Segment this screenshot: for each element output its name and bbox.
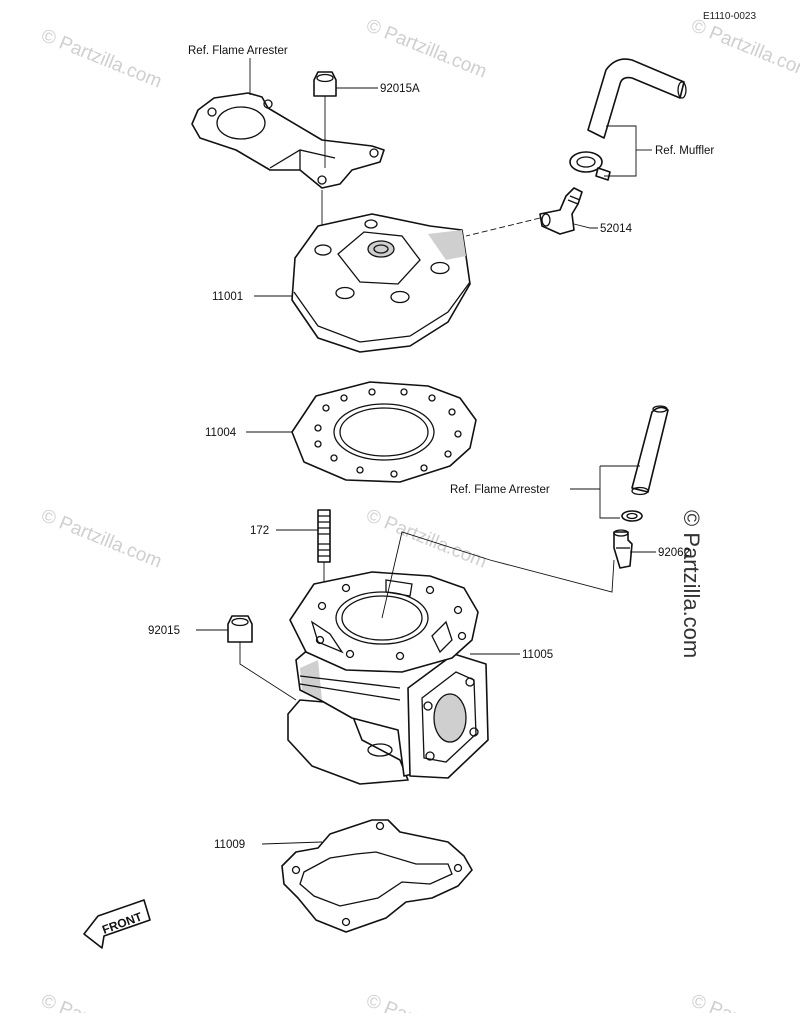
label-ref-flame-arrester-top: Ref. Flame Arrester [188, 45, 288, 57]
label-92015: 92015 [148, 625, 180, 637]
watermark-side: © Partzilla.com [679, 510, 704, 658]
front-arrow: FRONT [83, 899, 151, 949]
label-11004: 11004 [205, 427, 237, 439]
hose-clip [621, 510, 643, 522]
label-52014: 52014 [600, 223, 633, 235]
watermark: © Partzilla.com [38, 990, 165, 1013]
label-ref-flame-arrester-mid: Ref. Flame Arrester [450, 484, 550, 496]
watermark: © Partzilla.com [688, 15, 800, 82]
label-11005: 11005 [522, 649, 553, 661]
nut-92015 [227, 615, 253, 643]
cylinder-11005 [287, 571, 489, 785]
hose-upper [587, 58, 687, 139]
label-92015A: 92015A [380, 83, 420, 95]
diagram-code: E1110-0023 [703, 11, 756, 22]
hose-lower [631, 405, 669, 496]
part-labels: Ref. Flame Arrester 92015A Ref. Muffler … [148, 45, 714, 851]
base-gasket-11009 [281, 819, 473, 933]
watermark: © Partzilla.com [363, 990, 490, 1013]
cylinder-head-11001 [291, 213, 471, 353]
elbow-fitting-52014 [539, 187, 583, 235]
label-92062: 92062 [658, 547, 690, 559]
watermark: © Partzilla.com [688, 990, 800, 1013]
label-11009: 11009 [214, 839, 245, 851]
label-11001: 11001 [212, 291, 243, 303]
watermark: © Partzilla.com [363, 505, 490, 572]
label-ref-muffler: Ref. Muffler [655, 145, 714, 157]
watermark: © Partzilla.com [363, 15, 490, 82]
fitting-92062 [613, 529, 633, 569]
leader-lines [196, 58, 656, 845]
head-gasket-11004 [291, 381, 477, 483]
flame-arrester-bracket [191, 92, 385, 189]
watermark: © Partzilla.com [38, 25, 165, 92]
label-172: 172 [250, 525, 269, 537]
stud-172 [317, 509, 331, 604]
nut-92015A [313, 71, 337, 100]
hose-clamp [569, 151, 611, 181]
watermark: © Partzilla.com [38, 505, 165, 572]
